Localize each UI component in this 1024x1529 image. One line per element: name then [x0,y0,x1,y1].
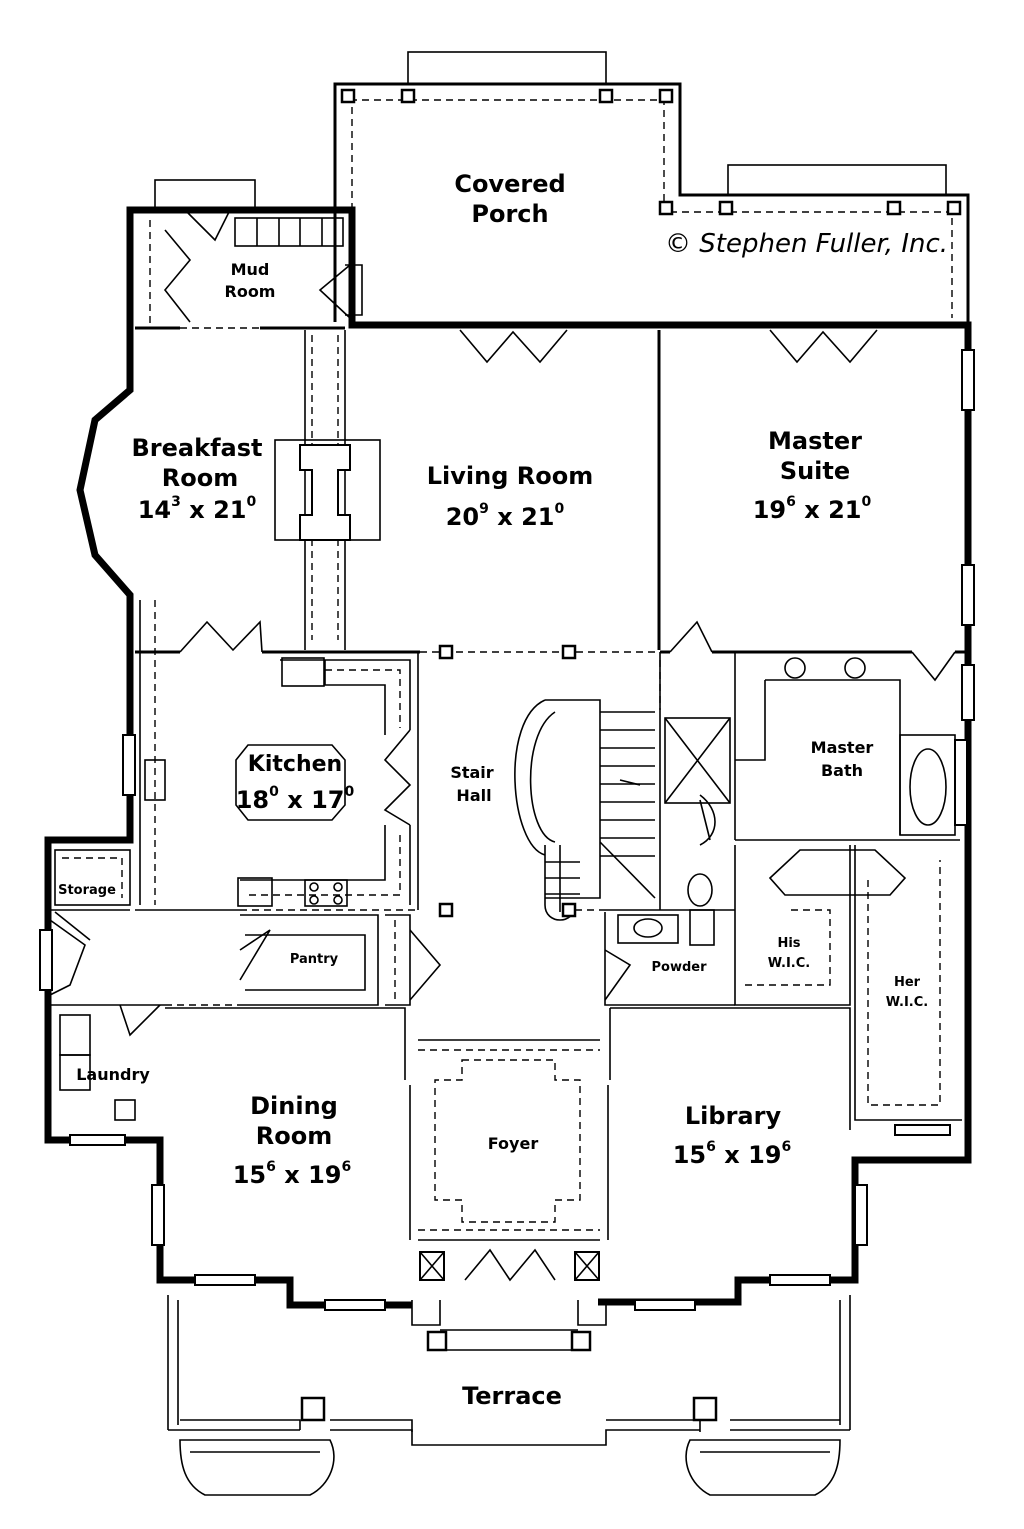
room-label-terrace: Terrace [462,1382,562,1410]
room-label-mud-room: Mud Room [225,260,276,301]
room-label-stair-hall: Stair Hall [450,763,493,805]
svg-text:156 x 196: 156 x 196 [233,1159,352,1189]
mud-room-lockers [149,217,363,325]
svg-text:W.I.C.: W.I.C. [768,956,810,971]
svg-text:© Stephen Fuller, Inc.: © Stephen Fuller, Inc. [665,229,948,259]
svg-text:Room: Room [225,282,276,301]
svg-text:156 x 196: 156 x 196 [673,1139,792,1169]
room-label-pantry: Pantry [290,952,339,967]
room-label-library: Library 156 x 196 [673,1102,792,1169]
svg-text:Powder: Powder [651,960,707,975]
room-label-his-wic: His W.I.C. [768,936,810,971]
svg-text:Room: Room [162,464,238,492]
svg-text:180 x 170: 180 x 170 [236,784,355,814]
svg-text:Master: Master [768,427,862,455]
svg-text:Master: Master [811,738,874,757]
svg-text:Kitchen: Kitchen [248,752,342,777]
svg-text:Breakfast: Breakfast [132,434,263,462]
room-label-storage: Storage [58,883,116,898]
room-label-covered-porch: Covered Porch [454,170,565,228]
doors [49,209,956,1282]
room-label-her-wic: Her W.I.C. [886,975,928,1010]
svg-text:Library: Library [685,1102,782,1130]
room-label-powder: Powder [651,960,707,975]
svg-text:Terrace: Terrace [462,1382,562,1410]
exterior-walls [44,179,972,1309]
svg-text:His: His [777,936,800,951]
room-label-living: Living Room 209 x 210 [427,462,593,531]
svg-text:W.I.C.: W.I.C. [886,995,928,1010]
svg-text:Living Room: Living Room [427,462,593,490]
svg-text:Covered: Covered [454,170,565,198]
svg-text:196 x 210: 196 x 210 [753,494,872,524]
room-label-foyer: Foyer [488,1134,539,1153]
room-label-master-bath: Master Bath [811,738,874,780]
room-label-dining: Dining Room 156 x 196 [233,1092,352,1189]
svg-text:209 x 210: 209 x 210 [446,501,565,531]
svg-text:Laundry: Laundry [76,1065,150,1084]
svg-text:Suite: Suite [780,457,850,485]
room-label-laundry: Laundry [76,1065,150,1084]
svg-text:Hall: Hall [456,786,491,805]
covered-porch-area [333,51,970,322]
svg-text:Porch: Porch [471,200,548,228]
svg-text:Mud: Mud [231,260,270,279]
terrace-area [167,1295,851,1496]
interior-walls [39,326,975,1311]
svg-text:143 x 210: 143 x 210 [138,494,257,524]
svg-text:Storage: Storage [58,883,116,898]
copyright-label: © Stephen Fuller, Inc. [665,229,948,259]
svg-text:Foyer: Foyer [488,1134,539,1153]
room-label-breakfast: Breakfast Room 143 x 210 [132,434,263,524]
room-label-kitchen: Kitchen 180 x 170 [236,752,355,814]
room-label-master-suite: Master Suite 196 x 210 [753,427,872,524]
svg-text:Bath: Bath [821,761,863,780]
svg-text:Room: Room [256,1122,332,1150]
svg-text:Stair: Stair [450,763,493,782]
svg-text:Pantry: Pantry [290,952,339,967]
svg-text:Dining: Dining [250,1092,338,1120]
svg-text:Her: Her [894,975,921,990]
